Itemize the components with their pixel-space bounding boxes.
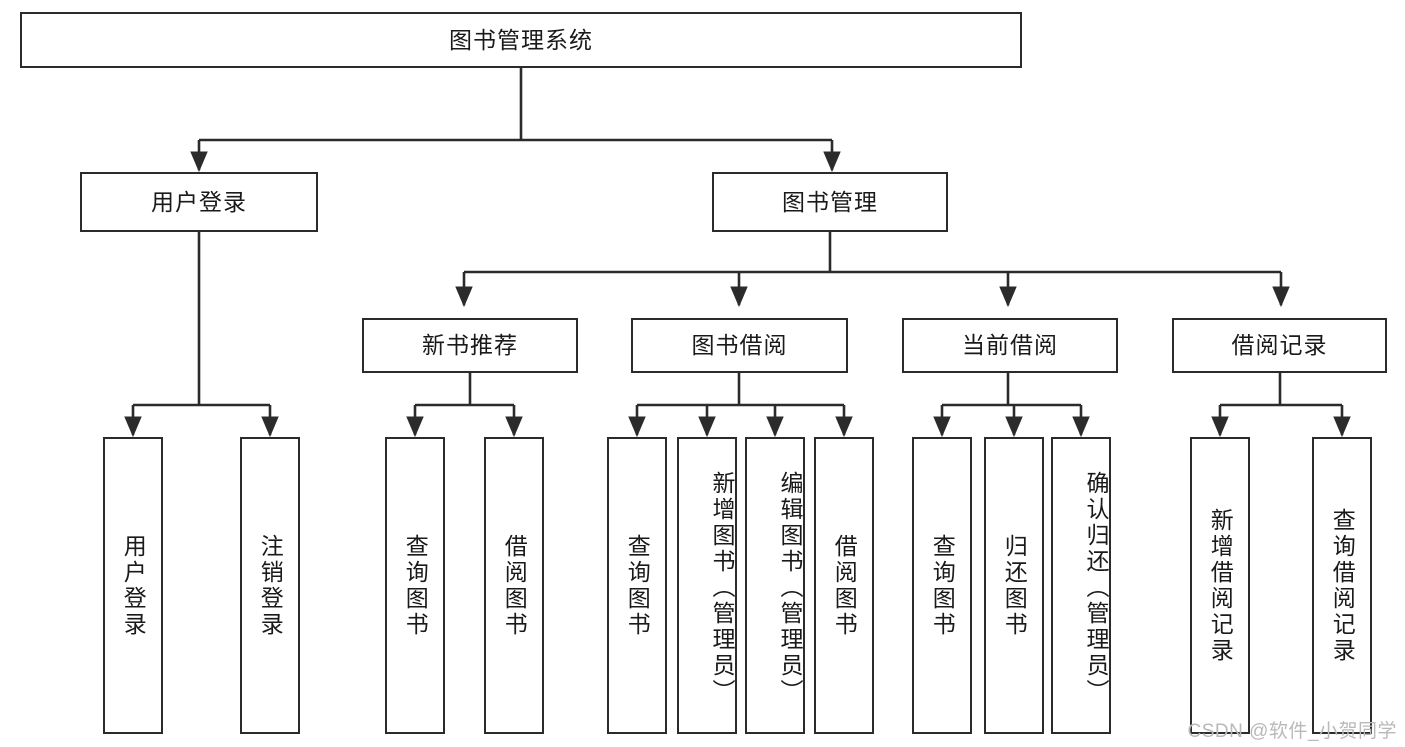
node-borrow-record[interactable]: 借阅记录	[1172, 318, 1387, 373]
node-leaf-borrow-add[interactable]: 新增图书（管理员）	[677, 437, 737, 734]
node-root-label: 图书管理系统	[449, 26, 593, 53]
node-leaf-borrow-query[interactable]: 查询图书	[607, 437, 667, 734]
node-leaf-cur-query[interactable]: 查询图书	[912, 437, 972, 734]
node-leaf-borrow-query-label: 查询图书	[624, 533, 651, 638]
node-leaf-rec-search[interactable]: 查询借阅记录	[1312, 437, 1372, 734]
node-leaf-borrow-lend-label: 借阅图书	[831, 533, 858, 638]
node-leaf-rec-query[interactable]: 查询图书	[385, 437, 445, 734]
node-user-login[interactable]: 用户登录	[80, 172, 318, 232]
node-book-manage[interactable]: 图书管理	[712, 172, 948, 232]
node-leaf-cur-confirm-label: 确认归还（管理员）	[1083, 470, 1109, 705]
node-leaf-rec-query-label: 查询图书	[402, 533, 429, 638]
node-current-borrow[interactable]: 当前借阅	[902, 318, 1118, 373]
node-current-borrow-label: 当前借阅	[962, 332, 1058, 359]
node-leaf-borrow-edit-label: 编辑图书（管理员）	[777, 470, 803, 705]
node-leaf-cur-return-label: 归还图书	[1001, 533, 1028, 638]
node-leaf-borrow-edit[interactable]: 编辑图书（管理员）	[745, 437, 805, 734]
node-leaf-rec-add[interactable]: 新增借阅记录	[1190, 437, 1250, 734]
node-leaf-user-login-label: 用户登录	[120, 533, 147, 638]
node-new-book-rec[interactable]: 新书推荐	[362, 318, 578, 373]
node-leaf-rec-borrow[interactable]: 借阅图书	[484, 437, 544, 734]
node-leaf-user-logout-label: 注销登录	[257, 533, 284, 638]
node-leaf-borrow-add-label: 新增图书（管理员）	[709, 470, 735, 705]
node-book-borrow[interactable]: 图书借阅	[631, 318, 848, 373]
node-leaf-user-login[interactable]: 用户登录	[103, 437, 163, 734]
node-user-login-label: 用户登录	[151, 188, 247, 215]
node-leaf-borrow-lend[interactable]: 借阅图书	[814, 437, 874, 734]
node-root[interactable]: 图书管理系统	[20, 12, 1022, 68]
node-leaf-user-logout[interactable]: 注销登录	[240, 437, 300, 734]
node-borrow-record-label: 借阅记录	[1231, 332, 1328, 359]
watermark-text: CSDN @软件_小贺同学	[1187, 721, 1397, 742]
node-leaf-rec-search-label: 查询借阅记录	[1329, 507, 1356, 664]
edge-group	[124, 68, 1351, 438]
node-book-borrow-label: 图书借阅	[691, 332, 788, 359]
node-leaf-cur-return[interactable]: 归还图书	[984, 437, 1044, 734]
node-leaf-rec-borrow-label: 借阅图书	[501, 533, 528, 638]
node-leaf-rec-add-label: 新增借阅记录	[1207, 507, 1234, 664]
node-new-book-rec-label: 新书推荐	[422, 332, 518, 359]
node-leaf-cur-query-label: 查询图书	[929, 533, 956, 638]
node-leaf-cur-confirm[interactable]: 确认归还（管理员）	[1051, 437, 1111, 734]
node-book-manage-label: 图书管理	[782, 188, 878, 215]
